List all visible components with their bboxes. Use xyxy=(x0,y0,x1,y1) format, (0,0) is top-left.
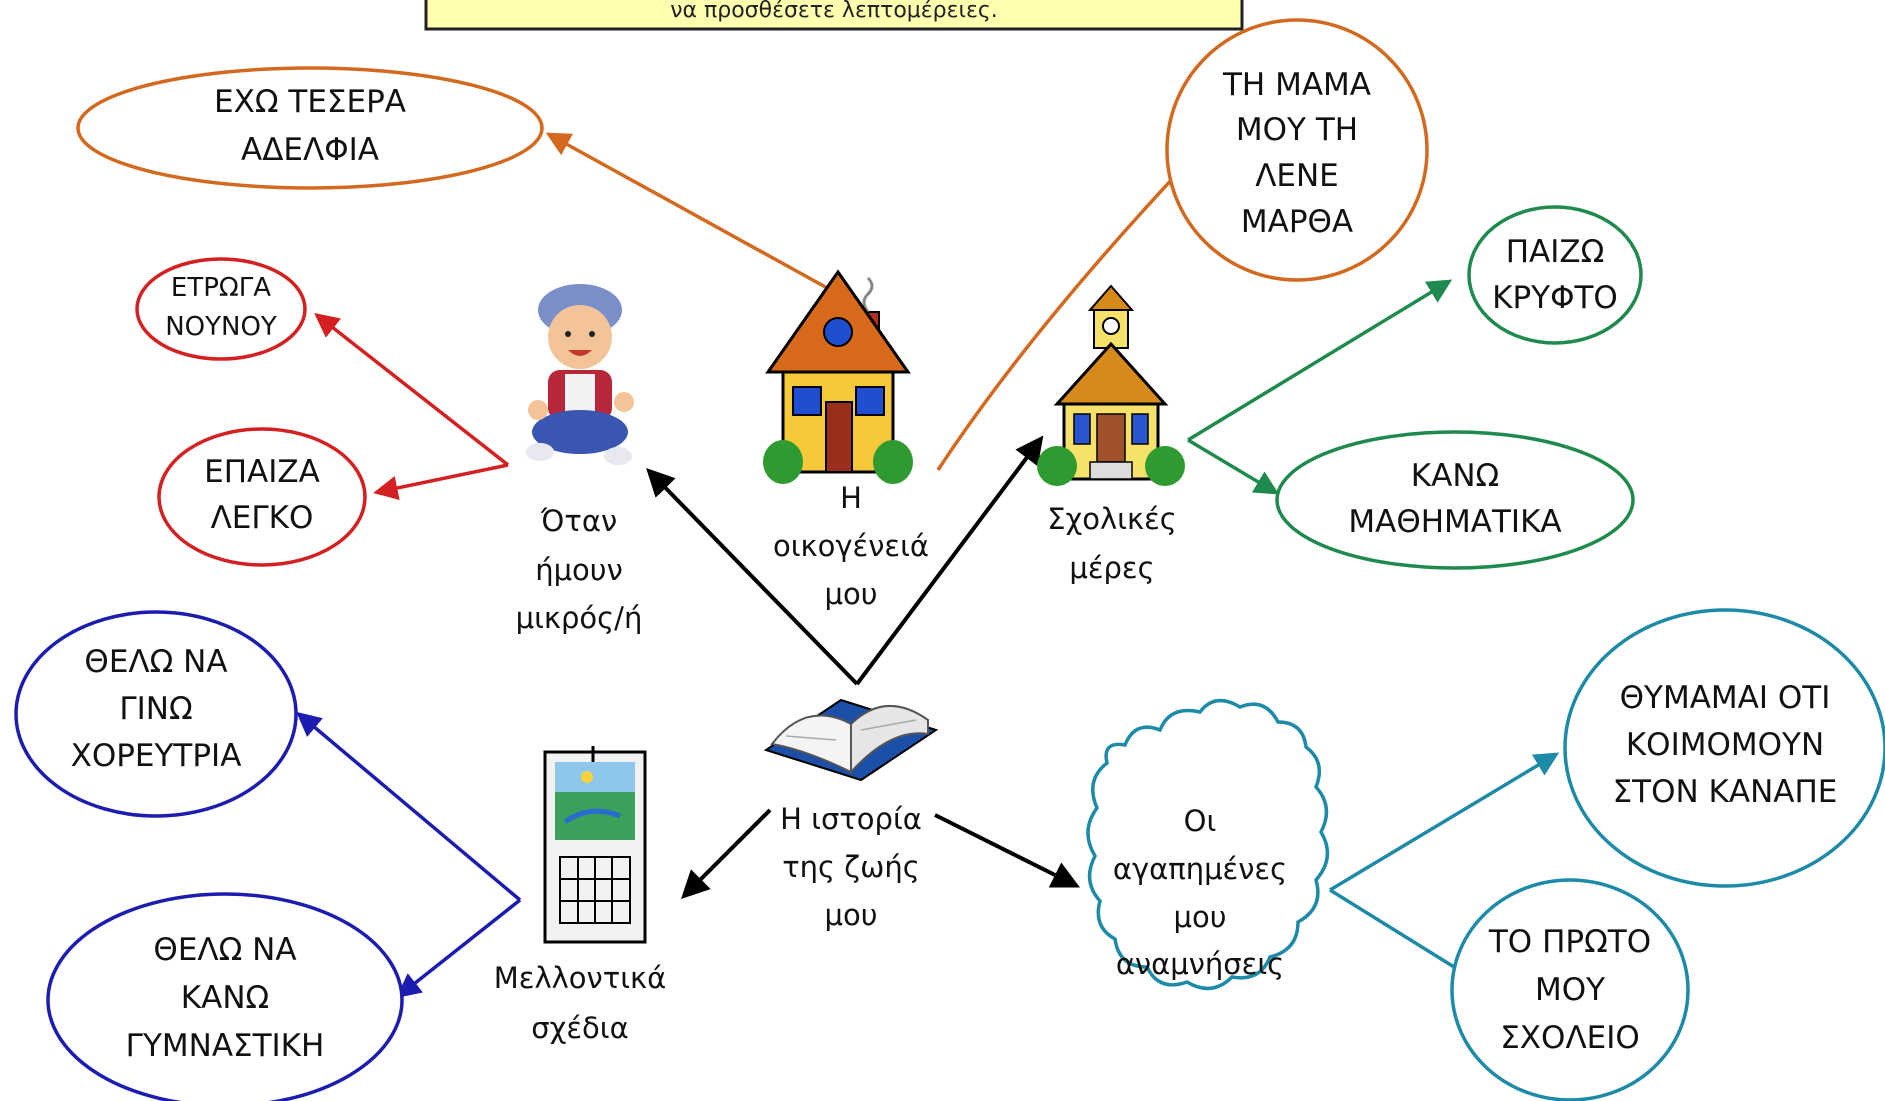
node-text-line: μου xyxy=(1174,900,1227,934)
node-text-line: ΜΑΘΗΜΑΤΙΚΑ xyxy=(1348,504,1561,540)
arrow-family-siblings xyxy=(545,132,859,307)
node-text-line: Οι xyxy=(1184,804,1217,838)
node-text-line: Όταν xyxy=(540,504,617,538)
node-text-line: ΝΟΥΝΟΥ xyxy=(165,312,277,342)
node-text-line: ΓΙΝΩ xyxy=(119,691,192,727)
node-text-line: μικρός/ή xyxy=(516,601,643,635)
node-text-line: αναμνήσεις xyxy=(1116,947,1284,981)
family-branch: ΕΧΩ ΤΕΣΕΡΑ ΑΔΕΛΦΙΑ ΤΗ ΜΑΜΑ ΜΟΥ ΤΗ ΛΕΝΕ Μ… xyxy=(76,18,1429,471)
node-sofa xyxy=(1563,608,1885,888)
node-hide-seek xyxy=(1467,205,1643,345)
instruction-banner: να προσθέσετε λεπτομέρειες. xyxy=(424,0,1244,31)
memories-label: Οι αγαπημένες μου αναμνήσεις xyxy=(1113,804,1287,981)
node-text-line: ΛΕΝΕ xyxy=(1255,158,1339,194)
center-connectors xyxy=(646,435,1081,899)
node-mother-name xyxy=(1165,18,1429,282)
node-text-line: ΣΧΟΛΕΙΟ xyxy=(1500,1020,1640,1056)
node-text-line: μου xyxy=(825,898,878,932)
school-label: Σχολικές μέρες xyxy=(1047,502,1177,585)
node-text-line: ΛΕΓΚΟ xyxy=(211,500,314,536)
node-text-line: ΜΟΥ ΤΗ xyxy=(1236,112,1358,148)
node-text-line: Η xyxy=(840,481,862,515)
node-text-line: ΚΟΙΜΟΜΟΥΝ xyxy=(1626,727,1824,763)
node-text-line: Σχολικές xyxy=(1047,502,1177,536)
node-text-line: ΣΤΟΝ ΚΑΝΑΠΕ xyxy=(1613,774,1838,810)
node-text-line: της ζωής xyxy=(782,850,920,884)
childhood-label: Όταν ήμουν μικρός/ή xyxy=(516,504,643,635)
arrow-center-to-childhood xyxy=(646,467,859,686)
arrow-memories-sofa xyxy=(1329,752,1560,892)
node-text-line: ΚΑΝΩ xyxy=(1411,458,1499,494)
node-text-line: οικογένειά xyxy=(773,529,929,563)
arrow-center-to-future xyxy=(681,808,772,899)
node-text-line: ΚΡΥΦΤΟ xyxy=(1492,280,1618,316)
calendar-icon xyxy=(543,746,647,944)
node-maths xyxy=(1275,430,1635,570)
node-dancer xyxy=(14,610,298,818)
arrow-school-maths xyxy=(1187,438,1280,495)
center-topic: Η ιστορία της ζωής μου xyxy=(780,802,922,932)
house-icon xyxy=(763,269,913,484)
future-label: Μελλοντικά σχέδια xyxy=(494,961,666,1045)
node-text-line: ΧΟΡΕΥΤΡΙΑ xyxy=(71,738,242,774)
arrow-center-to-school xyxy=(855,435,1044,686)
arrow-future-dancer xyxy=(296,711,522,902)
family-label: Η οικογένειά μου xyxy=(773,481,929,611)
arrow-future-gym xyxy=(396,898,522,999)
node-played-lego xyxy=(157,427,367,567)
future-branch: ΘΕΛΩ ΝΑ ΓΙΝΩ ΧΟΡΕΥΤΡΙΑ ΘΕΛΩ ΝΑ ΚΑΝΩ ΓΥΜΝ… xyxy=(14,610,522,1101)
school-icon xyxy=(1037,284,1185,486)
node-mother-name-text: ΤΗ ΜΑΜΑ ΜΟΥ ΤΗ ΛΕΝΕ ΜΑΡΘΑ xyxy=(1222,67,1371,240)
node-text-line: ΓΥΜΝΑΣΤΙΚΗ xyxy=(126,1028,325,1064)
node-siblings xyxy=(76,66,544,190)
book-icon xyxy=(763,698,939,782)
node-text-line: ΘΕΛΩ ΝΑ xyxy=(84,644,227,680)
node-text-line: ΚΑΝΩ xyxy=(181,980,269,1016)
node-siblings-text: ΕΧΩ ΤΕΣΕΡΑ ΑΔΕΛΦΙΑ xyxy=(214,84,406,168)
memories-branch: ΘΥΜΑΜΑΙ ΟΤΙ ΚΟΙΜΟΜΟΥΝ ΣΤΟΝ ΚΑΝΑΠΕ ΤΟ ΠΡΩ… xyxy=(1086,608,1885,1101)
node-text-line: Η ιστορία xyxy=(780,802,922,836)
node-text-line: σχέδια xyxy=(531,1011,628,1045)
node-text-line: ΕΠΑΙΖΑ xyxy=(204,454,320,490)
node-text-line: μέρες xyxy=(1069,551,1154,585)
node-text-line: ΘΕΛΩ ΝΑ xyxy=(153,932,296,968)
banner-text: να προσθέσετε λεπτομέρειες. xyxy=(670,0,998,23)
node-text-line: ΠΑΙΖΩ xyxy=(1506,234,1605,270)
node-gymnastics xyxy=(46,892,404,1101)
arrow-memories-school xyxy=(1329,888,1480,983)
node-text-line: ήμουν xyxy=(535,553,623,587)
node-text-line: ΜΑΡΘΑ xyxy=(1241,204,1353,240)
node-text-line: μου xyxy=(825,577,878,611)
node-first-school xyxy=(1450,878,1690,1101)
node-ate-food xyxy=(135,257,307,361)
node-text-line: αγαπημένες xyxy=(1113,852,1287,886)
arrow-childhood-lego xyxy=(373,463,509,501)
memories-cloud xyxy=(1086,698,1330,991)
arrow-family-mother xyxy=(936,156,1194,471)
node-text-line: ΕΤΡΩΓΑ xyxy=(171,273,271,303)
baby-icon xyxy=(526,284,634,465)
school-branch: ΠΑΙΖΩ ΚΡΥΦΤΟ ΚΑΝΩ ΜΑΘΗΜΑΤΙΚΑ xyxy=(1187,205,1643,570)
node-text-line: ΜΟΥ xyxy=(1535,972,1605,1008)
node-text-line: ΤΟ ΠΡΩΤΟ xyxy=(1488,924,1651,960)
node-text-line: Μελλοντικά xyxy=(494,961,666,995)
node-text-line: ΘΥΜΑΜΑΙ ΟΤΙ xyxy=(1620,680,1831,716)
node-text-line: ΕΧΩ ΤΕΣΕΡΑ xyxy=(214,84,406,120)
arrow-school-hide xyxy=(1187,279,1453,442)
arrow-center-to-memories xyxy=(934,813,1081,888)
node-text-line: ΤΗ ΜΑΜΑ xyxy=(1222,67,1371,103)
childhood-branch: ΕΤΡΩΓΑ ΝΟΥΝΟΥ ΕΠΑΙΖΑ ΛΕΓΚΟ xyxy=(135,257,510,567)
node-text-line: ΑΔΕΛΦΙΑ xyxy=(241,132,379,168)
arrow-childhood-food xyxy=(314,312,510,467)
